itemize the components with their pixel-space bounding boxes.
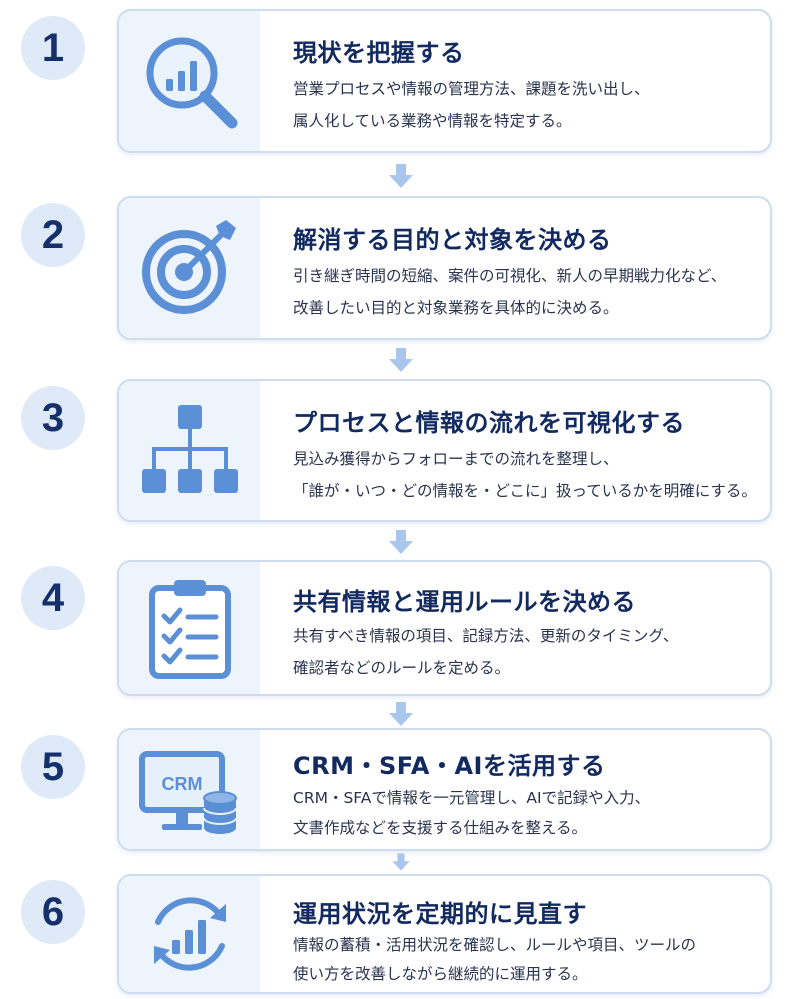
clipboard-checklist-icon [148, 580, 231, 679]
step-description-line2: 属人化している業務や情報を特定する。 [293, 112, 572, 130]
step-description-line2: 「誰が・いつ・どの情報を・どこに」扱っているかを明確にする。 [293, 482, 757, 500]
step-card: CRM CRM・SFA・AIを活用する CRM・SFAで情報を一元管理し、AIで… [117, 728, 772, 851]
icon-panel [119, 381, 260, 520]
step-title: 解消する目的と対象を決める [293, 226, 612, 254]
down-arrow-icon [389, 702, 413, 726]
magnifier-chart-icon [146, 37, 237, 129]
step-card: 現状を把握する 営業プロセスや情報の管理方法、課題を洗い出し、 属人化している業… [117, 9, 772, 153]
crm-monitor-database-icon: CRM [138, 750, 237, 834]
step-description-line2: 文書作成などを支援する仕組みを整える。 [293, 819, 588, 837]
down-arrow-icon [389, 530, 413, 554]
down-arrow-icon [392, 853, 410, 871]
step-description-line1: 営業プロセスや情報の管理方法、課題を洗い出し、 [293, 80, 650, 98]
step-number: 2 [21, 203, 85, 267]
org-chart-icon [141, 404, 238, 493]
step-number: 6 [21, 880, 85, 944]
icon-panel [119, 11, 260, 151]
step-description-line2: 使い方を改善しながら継続的に運用する。 [293, 965, 588, 983]
target-arrow-icon [141, 220, 236, 314]
step-number: 1 [21, 16, 85, 80]
down-arrow-icon [389, 348, 413, 372]
crm-label: CRM [161, 774, 202, 794]
step-title: 共有情報と運用ルールを決める [293, 588, 636, 616]
step-title: プロセスと情報の流れを可視化する [293, 409, 685, 437]
icon-panel [119, 198, 260, 338]
step-description-line2: 確認者などのルールを定める。 [293, 659, 511, 677]
icon-panel [119, 876, 260, 992]
step-number: 5 [21, 735, 85, 799]
step-description-line1: 見込み獲得からフォローまでの流れを整理し、 [293, 450, 619, 468]
step-card: 解消する目的と対象を決める 引き継ぎ時間の短縮、案件の可視化、新人の早期戦力化な… [117, 196, 772, 340]
step-number: 3 [21, 386, 85, 450]
step-card: 共有情報と運用ルールを決める 共有すべき情報の項目、記録方法、更新のタイミング、… [117, 560, 772, 696]
step-title: CRM・SFA・AIを活用する [293, 752, 606, 780]
icon-panel [119, 562, 260, 694]
step-card: 運用状況を定期的に見直す 情報の蓄積・活用状況を確認し、ルールや項目、ツールの … [117, 874, 772, 994]
step-number: 4 [21, 566, 85, 630]
down-arrow-icon [389, 164, 413, 188]
step-description-line1: 情報の蓄積・活用状況を確認し、ルールや項目、ツールの [293, 936, 697, 954]
step-description-line1: 引き継ぎ時間の短縮、案件の可視化、新人の早期戦力化など、 [293, 267, 727, 285]
step-title: 現状を把握する [293, 39, 465, 67]
step-description-line1: CRM・SFAで情報を一元管理し、AIで記録や入力、 [293, 789, 651, 807]
icon-panel: CRM [119, 730, 260, 849]
cycle-chart-icon [153, 897, 226, 971]
step-card: プロセスと情報の流れを可視化する 見込み獲得からフォローまでの流れを整理し、 「… [117, 379, 772, 522]
step-description-line2: 改善したい目的と対象業務を具体的に決める。 [293, 299, 619, 317]
step-description-line1: 共有すべき情報の項目、記録方法、更新のタイミング、 [293, 627, 679, 645]
step-title: 運用状況を定期的に見直す [293, 900, 587, 928]
